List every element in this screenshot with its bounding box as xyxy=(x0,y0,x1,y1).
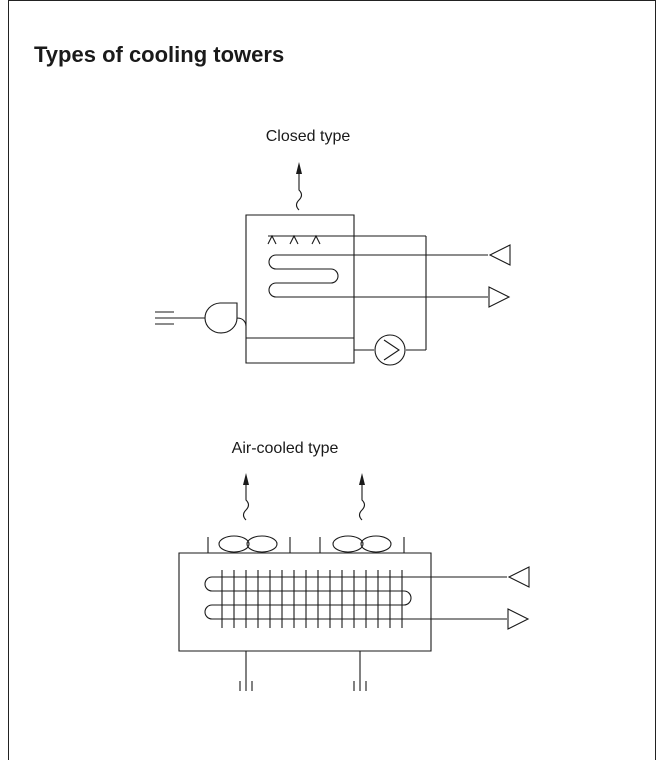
fan-left-icon xyxy=(208,536,290,553)
pump-icon xyxy=(375,335,405,365)
page-frame xyxy=(8,0,656,760)
coil-fins xyxy=(222,570,402,628)
coil-inlet-arrow-icon xyxy=(490,245,510,265)
air-exhaust-arrow-left xyxy=(243,473,249,520)
page-title: Types of cooling towers xyxy=(34,42,285,67)
air-cooled-coil xyxy=(205,577,507,619)
air-cooled-type-diagram xyxy=(179,473,529,691)
closed-exhaust-arrow xyxy=(296,162,302,210)
closed-type-diagram xyxy=(155,162,510,365)
air-coil-inlet-arrow-icon xyxy=(509,567,529,587)
closed-coil xyxy=(269,255,488,297)
air-intake-left-icon xyxy=(240,651,252,691)
air-coil-outlet-arrow-icon xyxy=(508,609,528,629)
air-exhaust-arrow-right xyxy=(359,473,365,520)
spray-nozzles xyxy=(268,236,426,244)
closed-tower-body xyxy=(246,215,354,363)
fan-right-icon xyxy=(320,536,404,553)
blower-fan-icon xyxy=(155,303,246,333)
spray-water-loop xyxy=(354,236,426,350)
air-intake-right-icon xyxy=(354,651,366,691)
coil-outlet-arrow-icon xyxy=(489,287,509,307)
closed-type-label: Closed type xyxy=(265,128,351,145)
air-cooled-type-label: Air-cooled type xyxy=(231,440,339,457)
air-cooled-body xyxy=(179,553,431,651)
